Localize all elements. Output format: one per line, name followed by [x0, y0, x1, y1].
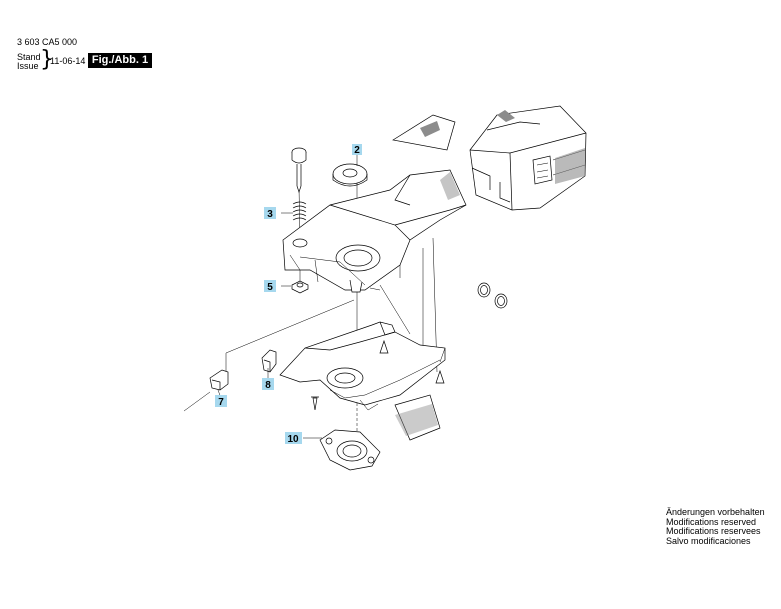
cone-part — [379, 339, 389, 354]
spring-part — [292, 201, 307, 221]
modification-notes: Änderungen vorbehalten Modifications res… — [666, 507, 765, 546]
brace-glyph: } — [40, 47, 54, 72]
svg-text:8: 8 — [265, 380, 271, 391]
leader-line — [183, 391, 211, 412]
base-plate-part — [279, 321, 446, 411]
nut-part — [291, 280, 309, 294]
part-number: 3 603 CA5 000 — [17, 37, 78, 47]
clip-part — [261, 349, 277, 373]
issue-date: 11-06-14 — [50, 56, 86, 66]
leader-line — [225, 299, 355, 354]
cone-part — [435, 369, 445, 384]
svg-text:3: 3 — [267, 209, 273, 220]
callout-8: 8 — [262, 378, 274, 391]
stand-label: Stand — [17, 52, 41, 62]
leader-line — [379, 284, 411, 335]
battery-case-part — [469, 105, 587, 211]
svg-text:5: 5 — [267, 282, 273, 293]
note-en: Modifications reserved — [666, 516, 757, 527]
svg-text:10: 10 — [287, 434, 299, 445]
clip-part — [209, 369, 229, 391]
washer-part — [332, 163, 368, 187]
note-de: Änderungen vorbehalten — [666, 507, 765, 517]
lens-holder-part — [319, 429, 381, 471]
callout-2: 2 — [352, 144, 362, 156]
callout-5: 5 — [264, 280, 276, 293]
note-fr: Modifications reservees — [666, 526, 761, 536]
callout-3: 3 — [264, 207, 276, 220]
svg-text:2: 2 — [354, 145, 360, 156]
callout-10: 10 — [285, 432, 302, 445]
o-ring-part — [477, 282, 491, 298]
o-ring-part — [494, 293, 508, 309]
svg-text:7: 7 — [218, 397, 224, 408]
callout-7: 7 — [215, 395, 227, 408]
upper-housing-part — [282, 169, 467, 293]
note-es: Salvo modificaciones — [666, 535, 751, 546]
issue-label: Issue — [17, 61, 39, 71]
screw-part — [291, 147, 307, 194]
small-screw-part — [311, 396, 319, 411]
foot-pad-part — [394, 394, 441, 441]
figure-badge: Fig./Abb. 1 — [88, 53, 152, 68]
